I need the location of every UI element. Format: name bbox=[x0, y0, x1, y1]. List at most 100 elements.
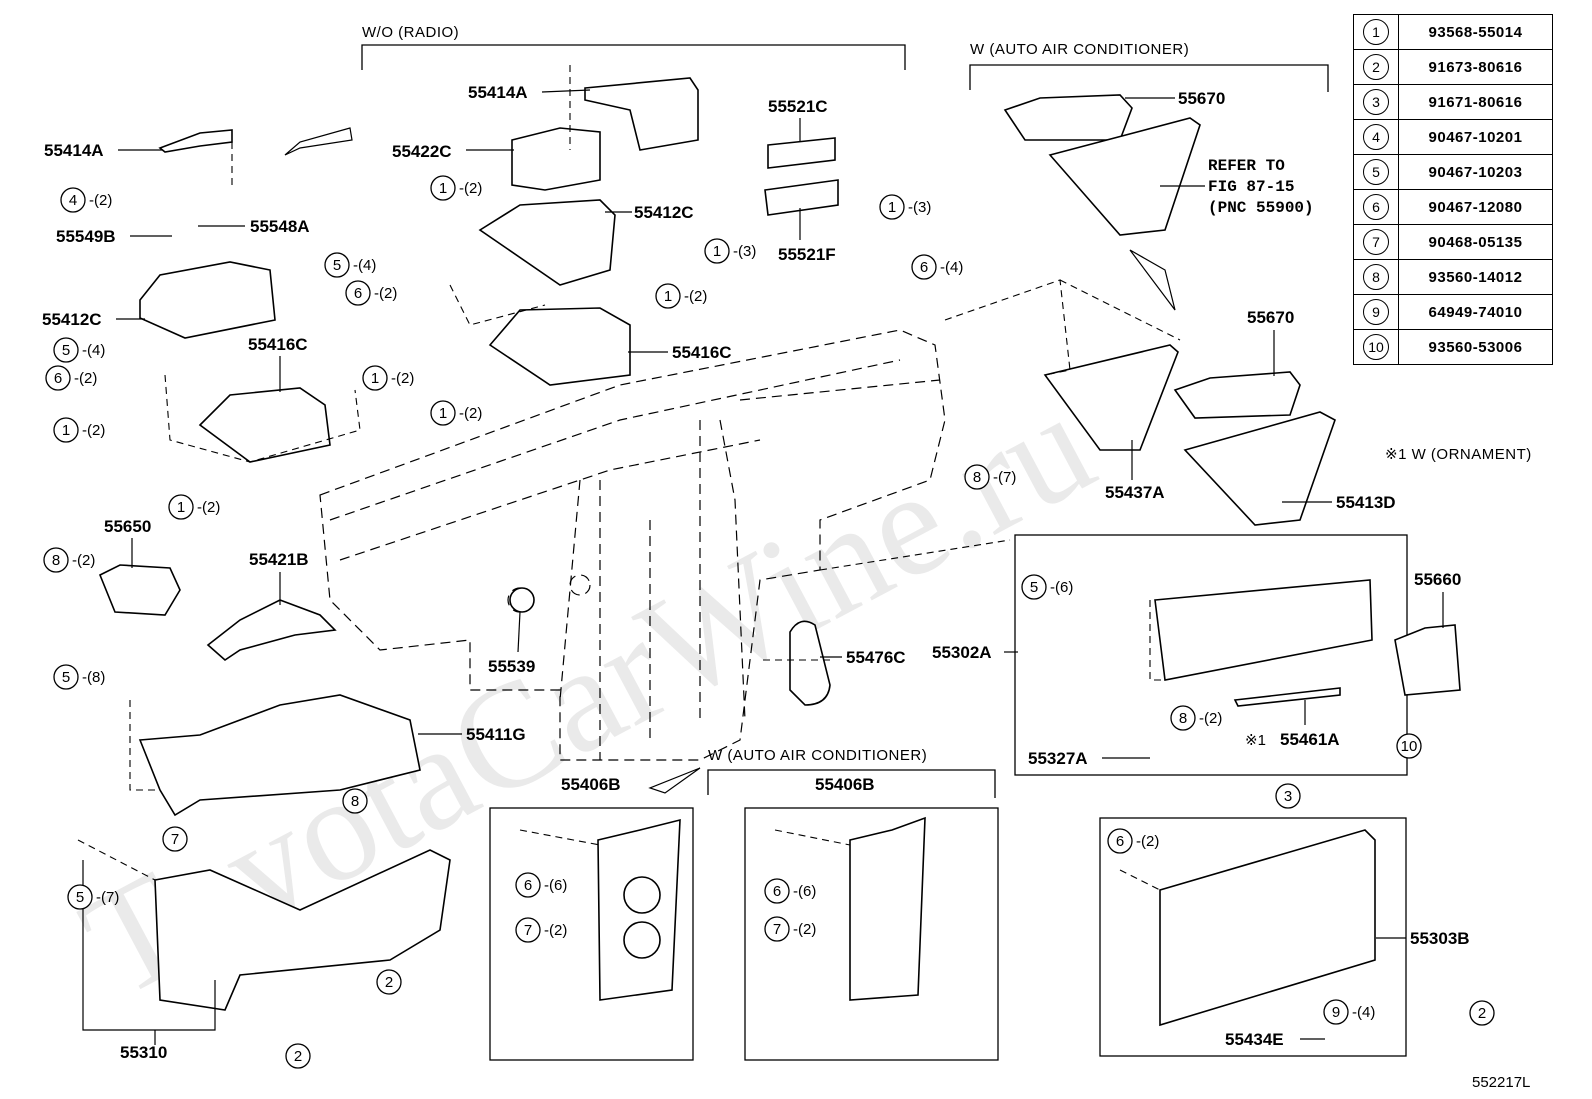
callout-key: 1 bbox=[62, 422, 70, 439]
part-55416C-mid bbox=[488, 307, 631, 386]
center-cluster-right-box bbox=[744, 807, 999, 1061]
callout-qty: -(4) bbox=[940, 259, 963, 276]
fastener-callout: 9 -(4) bbox=[1323, 999, 1375, 1025]
fastener-callout: 6-(6) bbox=[515, 872, 567, 898]
part-55660 bbox=[1394, 624, 1461, 696]
fastener-callout: 7-(2) bbox=[764, 916, 816, 942]
callout-qty: -(2) bbox=[1199, 710, 1222, 727]
callout-key: 7 bbox=[171, 831, 179, 848]
callout-key: 8 bbox=[351, 793, 359, 810]
fastener-callout: 6-(2) bbox=[345, 280, 397, 306]
fastener-callout: 5-(7) bbox=[67, 884, 119, 910]
callout-qty: -(2) bbox=[391, 370, 414, 387]
callout-key: 5 bbox=[333, 257, 341, 274]
callout-key: 6 bbox=[920, 259, 928, 276]
callout-key: 9 bbox=[1332, 1004, 1340, 1021]
ref-key: 5 bbox=[1363, 159, 1389, 185]
label-55660: 55660 bbox=[1414, 570, 1461, 589]
callout-qty: -(2) bbox=[74, 370, 97, 387]
part-55539 bbox=[509, 587, 535, 613]
callout-key: 1 bbox=[177, 499, 185, 516]
label-55412C-left: 55412C bbox=[42, 310, 102, 329]
part-55670-mid bbox=[1173, 371, 1301, 419]
fastener-callout: 6 -(2) bbox=[1107, 828, 1159, 854]
fastener-callout: 8-(2) bbox=[43, 547, 95, 573]
ornament-mark: ※1 bbox=[1245, 732, 1266, 749]
label-55413D: 55413D bbox=[1336, 493, 1396, 512]
ref-part-number: 90467-12080 bbox=[1398, 189, 1553, 225]
w-auto-ac-bottom-bracket bbox=[707, 769, 996, 798]
label-55670-top: 55670 bbox=[1178, 89, 1225, 108]
ref-part-number: 93560-14012 bbox=[1398, 259, 1553, 295]
callout-qty: -(3) bbox=[733, 243, 756, 260]
callout-key: 1 bbox=[439, 180, 447, 197]
callout-key: 3 bbox=[1284, 788, 1292, 805]
part-55437A bbox=[1043, 344, 1179, 451]
ref-key: 3 bbox=[1363, 89, 1389, 115]
callout-key: 2 bbox=[1478, 1005, 1486, 1022]
arrow-down-icon bbox=[1129, 249, 1176, 311]
label-55670-mid: 55670 bbox=[1247, 308, 1294, 327]
callout-qty: -(7) bbox=[96, 889, 119, 906]
label-55650: 55650 bbox=[104, 517, 151, 536]
callout-qty: -(2) bbox=[544, 922, 567, 939]
ref-part-number: 91673-80616 bbox=[1398, 49, 1553, 85]
ref-key: 10 bbox=[1363, 334, 1389, 360]
fastener-callout: 4-(2) bbox=[60, 187, 112, 213]
fastener-callout: 5-(6) bbox=[1021, 574, 1073, 600]
svg-text:REFER TO: REFER TO bbox=[1208, 157, 1285, 175]
callout-key: 8 bbox=[52, 552, 60, 569]
callout-key: 6 bbox=[524, 877, 532, 894]
ref-part-number: 90467-10201 bbox=[1398, 119, 1553, 155]
part-55650 bbox=[98, 564, 181, 616]
ref-part-number: 90467-10203 bbox=[1398, 154, 1553, 190]
label-55461A: 55461A bbox=[1280, 730, 1340, 749]
callout-key: 1 bbox=[371, 370, 379, 387]
label-55421B: 55421B bbox=[249, 550, 309, 569]
callout-qty: -(2) bbox=[1136, 833, 1159, 850]
callout-key: 2 bbox=[385, 974, 393, 991]
part-55412C-left bbox=[139, 261, 276, 339]
callout-qty: -(2) bbox=[459, 180, 482, 197]
callout-key: 6 bbox=[1116, 833, 1124, 850]
part-ac-panel bbox=[1048, 117, 1201, 236]
part-55670-top bbox=[1003, 94, 1133, 141]
fastener-callout: 1-(2) bbox=[168, 494, 220, 520]
callout-qty: -(4) bbox=[1352, 1004, 1375, 1021]
callout-layer: 4-(2)1-(2)5-(4)6-(2)1-(2)1-(2)1-(3)1-(3)… bbox=[43, 175, 1495, 1069]
part-55302A bbox=[1154, 579, 1373, 681]
label-55521C: 55521C bbox=[768, 97, 828, 116]
ref-row: 5 90467-10203 bbox=[1353, 154, 1553, 190]
arrow-down-left-icon bbox=[648, 767, 701, 794]
part-55413D bbox=[1183, 411, 1336, 526]
fastener-callout: 5-(4) bbox=[324, 252, 376, 278]
ref-key: 6 bbox=[1363, 194, 1389, 220]
callout-key: 2 bbox=[294, 1048, 302, 1065]
w-auto-ac-top-bracket bbox=[969, 64, 1329, 92]
fastener-callout: 6-(2) bbox=[45, 365, 97, 391]
fastener-callout: 8 bbox=[342, 788, 368, 814]
fastener-callout: 2 bbox=[376, 969, 402, 995]
callout-qty: -(6) bbox=[793, 883, 816, 900]
svg-text:(PNC 55900): (PNC 55900) bbox=[1208, 199, 1314, 217]
part-55414A-housing bbox=[584, 77, 699, 151]
part-55476C bbox=[789, 620, 831, 706]
part-55416C-left bbox=[198, 387, 331, 463]
label-55414A-top: 55414A bbox=[468, 83, 528, 102]
callout-qty: -(6) bbox=[1050, 579, 1073, 596]
label-55327A: 55327A bbox=[1028, 749, 1088, 768]
callout-qty: -(2) bbox=[459, 405, 482, 422]
fastener-callout: 7 bbox=[162, 826, 188, 852]
callout-qty: -(2) bbox=[684, 288, 707, 305]
fastener-callout: 10 bbox=[1396, 733, 1422, 759]
callout-key: 6 bbox=[354, 285, 362, 302]
callout-key: 1 bbox=[439, 405, 447, 422]
explosion-lines bbox=[77, 65, 1181, 891]
label-55539: 55539 bbox=[488, 657, 535, 676]
